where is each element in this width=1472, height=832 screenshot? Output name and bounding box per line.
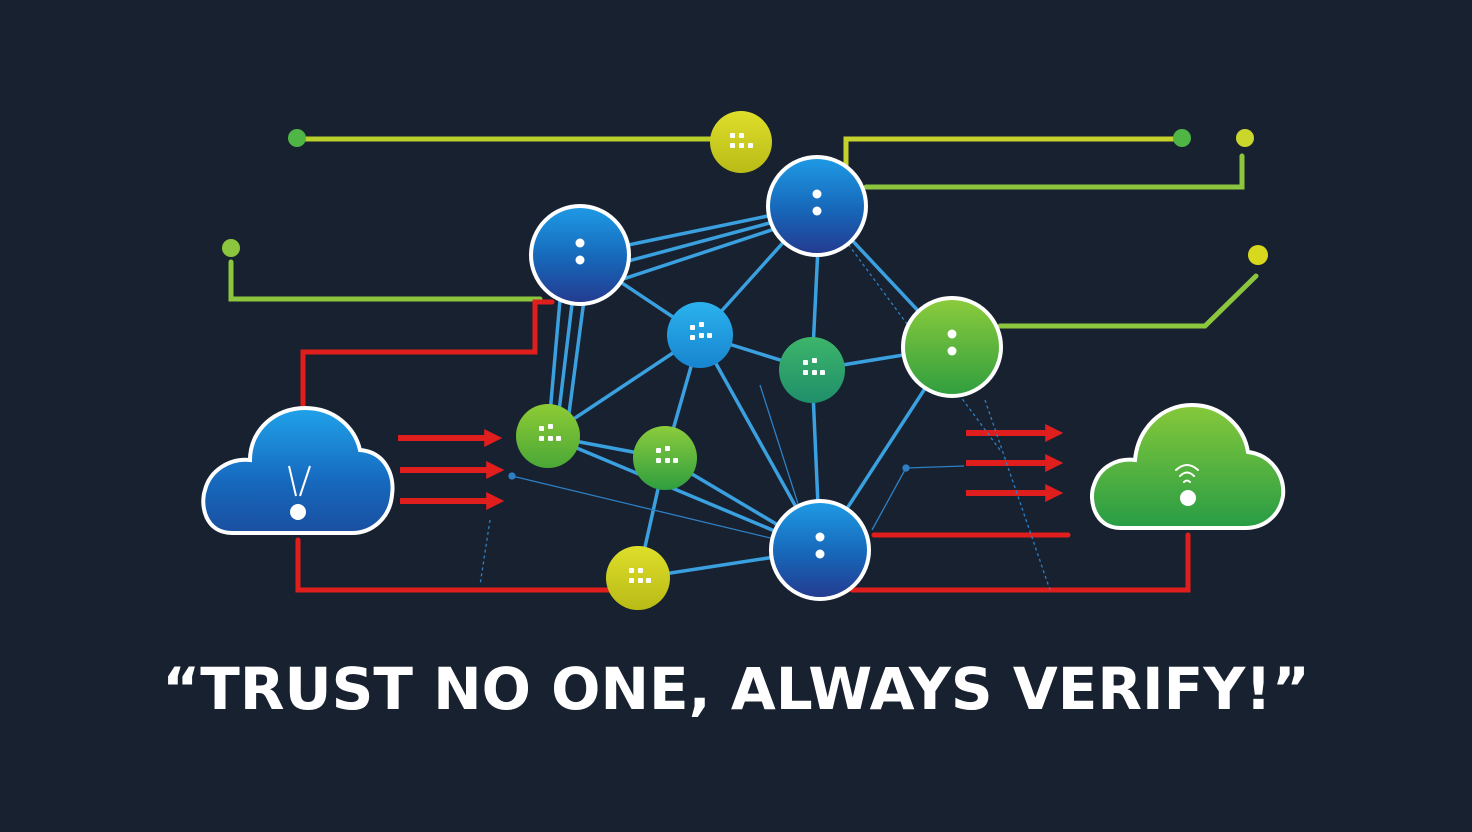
dots-icon [656,446,678,463]
red-arrows-left [398,429,505,510]
dots-icon [690,322,712,340]
colon-icon [815,532,825,559]
antenna-icon [288,465,311,520]
node-blue-top-left[interactable] [529,204,631,306]
node-green-middle[interactable] [633,426,697,490]
trace-end-dot [1236,129,1254,147]
node-green-right[interactable] [901,296,1003,398]
trace-end-dot [1248,245,1268,265]
node-yellow-top[interactable] [710,111,772,173]
red-trace-left-bottom [295,537,615,593]
dots-icon [629,568,651,583]
dots-icon [539,424,561,441]
link-dot [508,472,516,480]
circuit-traces [222,129,1268,329]
cloud-right[interactable] [1089,402,1286,530]
dots-icon [803,358,825,375]
trace-end-dot [1173,129,1191,147]
colon-icon [812,189,822,216]
red-arrows-right [966,424,1064,502]
colon-icon [575,238,585,265]
trace-right [997,273,1259,329]
red-trace-left-top [300,299,555,408]
trace-left [228,259,543,302]
wifi-icon [1175,464,1199,506]
node-blue-bottom[interactable] [769,499,871,601]
slogan-text: “TRUST NO ONE, ALWAYS VERIFY!” [162,655,1310,723]
node-green-left[interactable] [516,404,580,468]
node-yellow-bottom[interactable] [606,546,670,610]
link [759,384,801,511]
link [511,475,813,549]
trace-end-dot [222,239,240,257]
link [905,465,965,469]
link-dot [902,464,910,472]
colon-icon [947,329,957,356]
cloud-left[interactable] [201,405,395,535]
trace-top-right [843,136,1183,168]
node-blue-top-right[interactable] [766,155,868,257]
red-traces [295,299,1191,593]
trace-top-right-2 [863,153,1245,190]
link [479,519,491,586]
link [871,467,907,531]
node-cyan-center[interactable] [667,302,733,368]
red-trace-right-bottom [849,532,1191,593]
dots-icon [730,133,753,148]
trace-end-dot [288,129,306,147]
node-teal-center[interactable] [779,337,845,403]
